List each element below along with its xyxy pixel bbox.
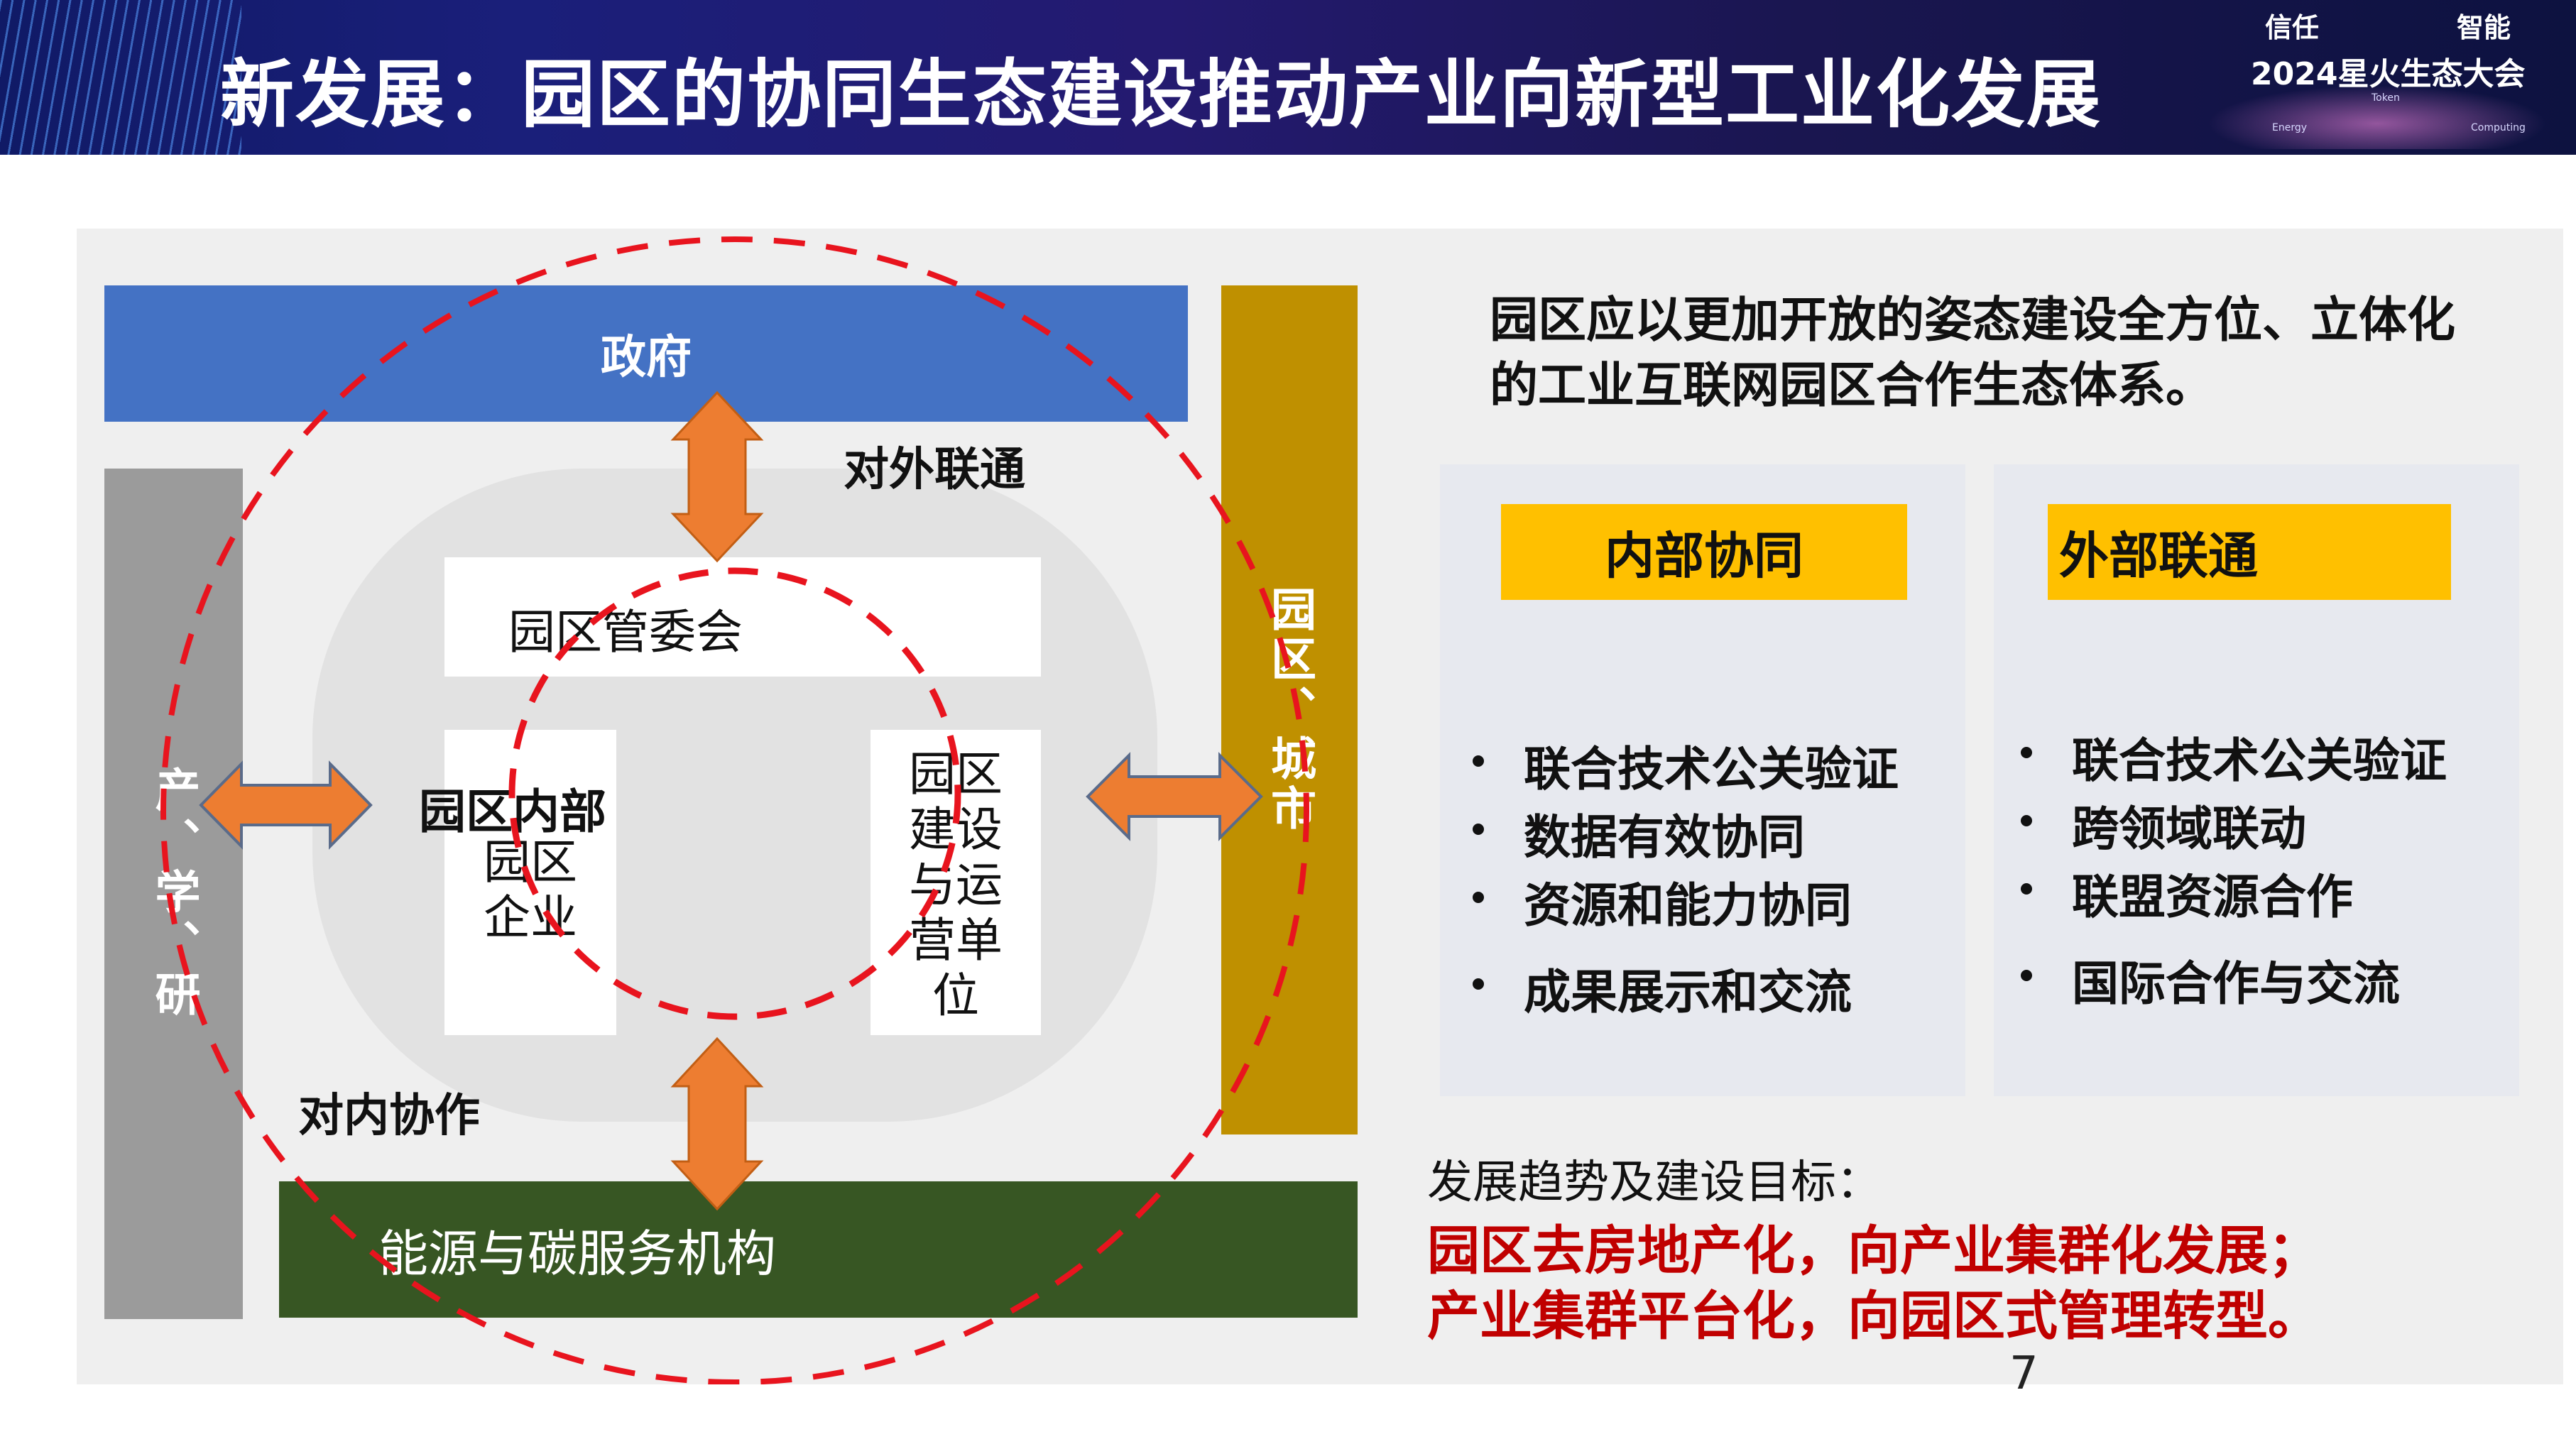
- list-item: 数据有效协同: [1467, 799, 1899, 868]
- event-logo-word-right: 智能: [2457, 12, 2511, 43]
- enterprise-line: 园区: [484, 835, 577, 890]
- development-goals: 发展趋势及建设目标： 园区去房地产化，向产业集群化发展； 产业集群平台化，向园区…: [1427, 1146, 2535, 1347]
- energy-carbon-label: 能源与碳服务机构: [378, 1224, 776, 1283]
- park-inner-title: 园区内部: [419, 784, 606, 839]
- page-number: 7: [2009, 1347, 2039, 1400]
- city-label: 园区、城市: [1263, 586, 1316, 834]
- external-connection-list: 联合技术公关验证 跨领域联动 联盟资源合作 国际合作与交流: [2015, 723, 2447, 1014]
- external-connection-label: 对外联通: [844, 444, 1025, 496]
- internal-collaboration-label: 对内协作: [298, 1090, 480, 1142]
- event-logo-mini-left: Energy: [2272, 122, 2308, 133]
- list-item: 成果展示和交流: [1467, 954, 1899, 1022]
- list-item: 联合技术公关验证: [1467, 731, 1899, 799]
- development-goal-line: 园区去房地产化，向产业集群化发展；: [1427, 1220, 2320, 1281]
- vision-statement: 园区应以更加开放的姿态建设全方位、立体化 的工业互联网园区合作生态体系。: [1490, 288, 2498, 419]
- list-item: 联盟资源合作: [2015, 859, 2447, 927]
- page-title: 新发展：园区的协同生态建设推动产业向新型工业化发展: [220, 51, 2102, 138]
- city-bar: 园区、城市: [1221, 285, 1358, 1134]
- internal-collaboration-tag: 内部协同: [1501, 504, 1907, 600]
- government-label: 政府: [601, 332, 692, 384]
- external-connection-tag: 外部联通: [2048, 504, 2451, 600]
- development-goal-line: 产业集群平台化，向园区式管理转型。: [1427, 1286, 2320, 1347]
- glow-decoration: [2207, 85, 2548, 149]
- light-streaks-decoration: [0, 0, 241, 155]
- government-bar: 政府: [104, 285, 1188, 422]
- list-item: 跨领域联动: [2015, 791, 2447, 859]
- internal-collaboration-list: 联合技术公关验证 数据有效协同 资源和能力协同 成果展示和交流: [1467, 731, 1899, 1022]
- research-bar: 产、学、研: [104, 469, 243, 1319]
- event-logo-word-left: 信任: [2265, 12, 2320, 43]
- energy-carbon-bar: 能源与碳服务机构: [279, 1181, 1358, 1318]
- event-logo: 信任 智能 2024星火生态大会 Energy Token Computing: [2230, 6, 2563, 148]
- construction-line: 园区: [909, 747, 1003, 802]
- vision-line: 园区应以更加开放的姿态建设全方位、立体化: [1490, 292, 2456, 349]
- construction-line: 与运: [909, 858, 1003, 912]
- research-label: 产、学、研: [147, 766, 200, 1022]
- list-item: 联合技术公关验证: [2015, 723, 2447, 791]
- management-committee-box: 园区管委会: [444, 557, 1041, 677]
- construction-line: 建设: [909, 802, 1003, 857]
- enterprise-line: 企业: [484, 890, 577, 945]
- construction-line: 营单: [909, 913, 1003, 968]
- event-logo-mini-right: Computing: [2471, 122, 2526, 133]
- event-logo-name: 2024星火生态大会: [2251, 56, 2526, 92]
- event-logo-mini-center: Token: [2372, 92, 2400, 104]
- header-banner: 新发展：园区的协同生态建设推动产业向新型工业化发展 信任 智能 2024星火生态…: [0, 0, 2576, 155]
- list-item: 国际合作与交流: [2015, 946, 2447, 1014]
- management-committee-label: 园区管委会: [508, 605, 743, 660]
- list-item: 资源和能力协同: [1467, 868, 1899, 936]
- construction-operation-box: 园区 建设 与运 营单 位: [871, 730, 1041, 1035]
- development-goals-label: 发展趋势及建设目标：: [1427, 1157, 1882, 1209]
- vision-line: 的工业互联网园区合作生态体系。: [1490, 358, 2215, 414]
- construction-line: 位: [932, 968, 979, 1023]
